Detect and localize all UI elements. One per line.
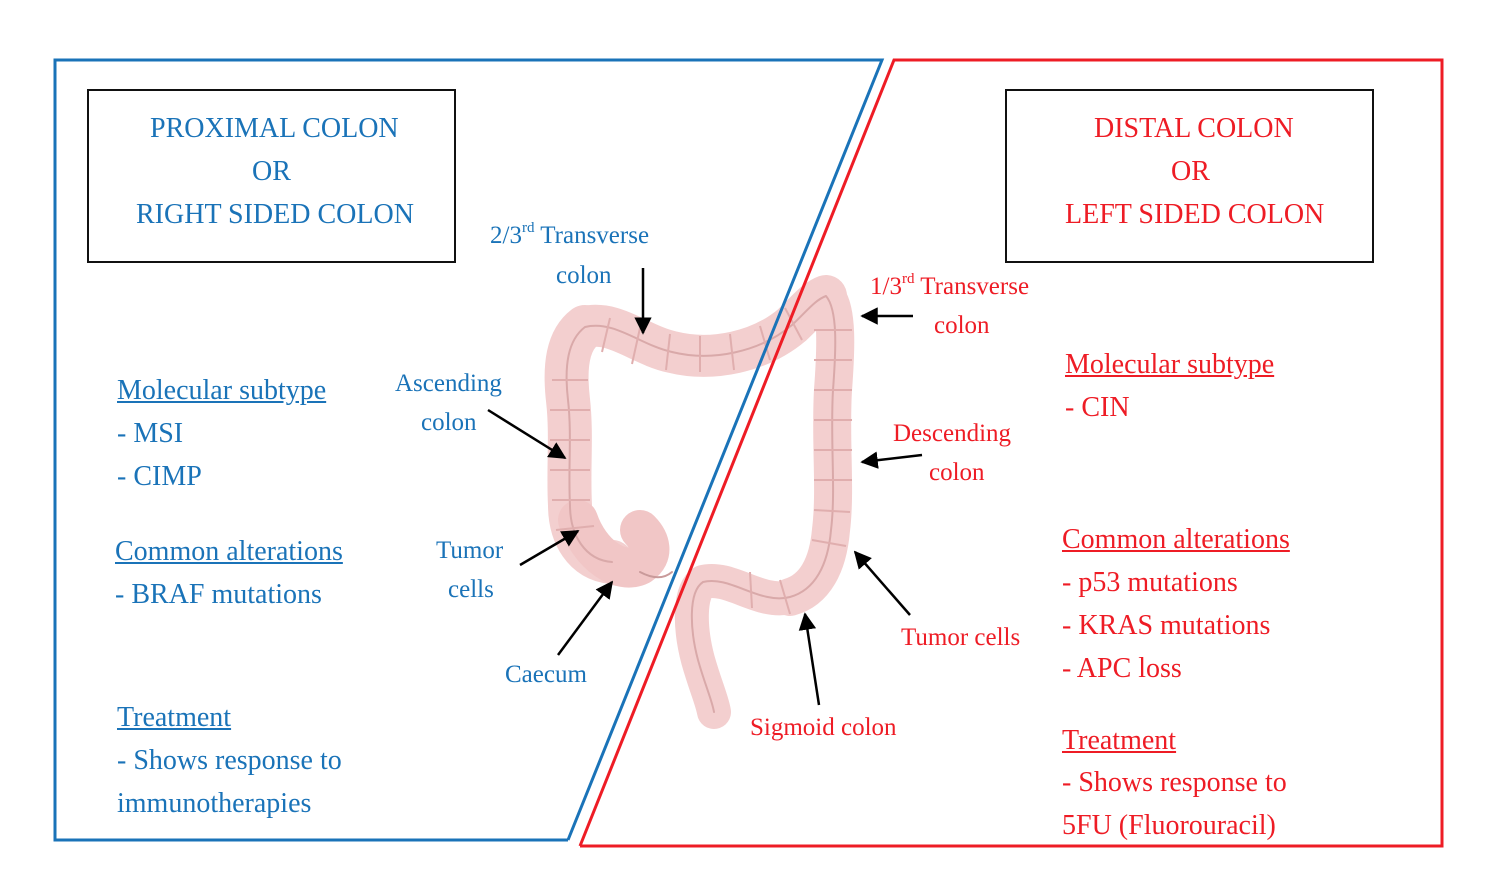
proximal-treatment-line: immunotherapies <box>117 788 312 819</box>
distal-treatment-line: 5FU (Fluorouracil) <box>1062 810 1276 841</box>
label-sigmoid: Sigmoid colon <box>750 714 897 741</box>
proximal-treatment-heading: Treatment <box>117 702 232 733</box>
label-transverse-13: 1/3rd Transverse <box>870 272 1029 302</box>
label-transverse-13-sup: rd <box>901 271 915 287</box>
label-transverse-23-line2: colon <box>556 262 612 289</box>
label-transverse-13-line2: colon <box>934 312 990 339</box>
label-ascending-line1: Ascending <box>395 370 502 397</box>
proximal-title-line1: PROXIMAL COLON <box>150 113 399 144</box>
distal-panel-border <box>578 58 1444 848</box>
proximal-alterations-heading: Common alterations <box>115 536 343 567</box>
distal-alteration-item: - p53 mutations <box>1062 567 1238 598</box>
label-transverse-23-word: Transverse <box>534 222 650 249</box>
label-tumor-left-line1: Tumor <box>436 537 504 564</box>
label-ascending-line2: colon <box>421 409 477 436</box>
proximal-title-box <box>87 89 456 263</box>
proximal-treatment-line: - Shows response to <box>117 745 342 776</box>
label-descending-line2: colon <box>929 459 985 486</box>
distal-title: DISTAL COLON OR LEFT SIDED COLON <box>1006 90 1373 262</box>
label-transverse-13-word: Transverse <box>914 273 1030 300</box>
label-caecum: Caecum <box>505 661 587 688</box>
distal-treatment-heading: Treatment <box>1062 725 1177 756</box>
proximal-molecular-item: - CIMP <box>117 461 202 492</box>
arrow-ascending <box>487 408 567 460</box>
arrow-tumor-right <box>853 550 911 616</box>
distal-title-line1: DISTAL COLON <box>1094 113 1294 144</box>
proximal-molecular-item: - MSI <box>117 418 184 449</box>
proximal-molecular-heading: Molecular subtype <box>117 375 327 406</box>
proximal-panel-border <box>53 58 885 842</box>
distal-title-box <box>1005 89 1374 263</box>
arrow-sigmoid <box>798 612 821 706</box>
distal-treatment-line: - Shows response to <box>1062 767 1287 798</box>
distal-molecular-heading: Molecular subtype <box>1065 349 1275 380</box>
label-descending-line1: Descending <box>893 420 1012 447</box>
colon-sigmoid <box>674 563 807 729</box>
label-transverse-13-fraction: 1/3 <box>870 273 902 300</box>
distal-molecular-item: - CIN <box>1065 392 1130 423</box>
arrow-descending <box>860 451 923 469</box>
colon-caecum <box>558 500 670 588</box>
arrow-caecum <box>556 580 614 656</box>
proximal-title: PROXIMAL COLON OR RIGHT SIDED COLON <box>88 90 455 262</box>
label-transverse-23-sup: rd <box>521 220 535 236</box>
label-tumor-left-line2: cells <box>448 576 494 603</box>
label-transverse-23: 2/3rd Transverse <box>490 221 649 251</box>
distal-alteration-item: - APC loss <box>1062 653 1182 684</box>
distal-alterations-heading: Common alterations <box>1062 524 1290 555</box>
distal-title-line3: LEFT SIDED COLON <box>1065 199 1325 230</box>
distal-alteration-item: - KRAS mutations <box>1062 610 1271 641</box>
proximal-alteration-item: - BRAF mutations <box>115 579 322 610</box>
distal-title-line2: OR <box>1171 156 1210 187</box>
proximal-title-line3: RIGHT SIDED COLON <box>136 199 414 230</box>
label-transverse-23-fraction: 2/3 <box>490 222 522 249</box>
arrow-tumor-left <box>519 529 580 567</box>
proximal-title-line2: OR <box>252 156 291 187</box>
label-tumor-right: Tumor cells <box>901 624 1021 651</box>
colon-illustration <box>544 275 855 729</box>
